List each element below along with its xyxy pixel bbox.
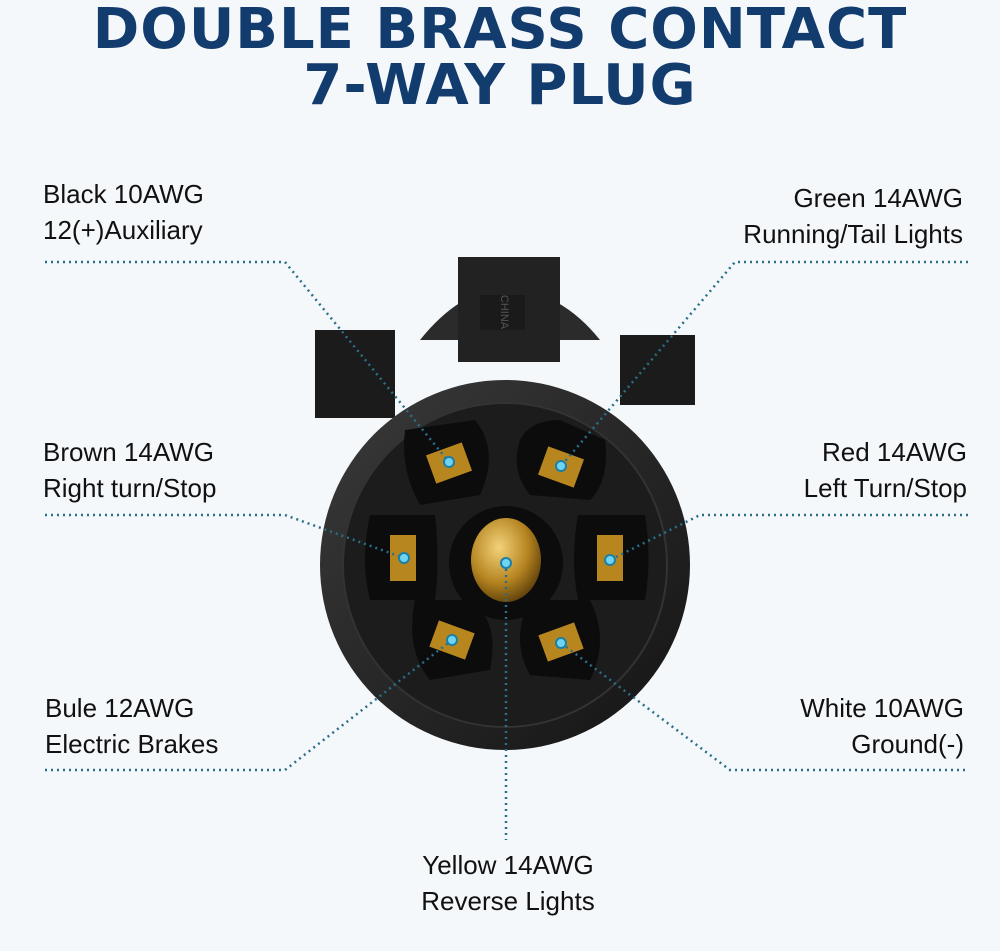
wire-spec: Yellow 14AWG: [422, 850, 594, 880]
label-red-pin: Red 14AWG Left Turn/Stop: [804, 434, 967, 506]
label-blue-pin: Bule 12AWG Electric Brakes: [45, 690, 218, 762]
pin-function: Left Turn/Stop: [803, 473, 967, 503]
title-line-2: 7-WAY PLUG: [303, 53, 697, 118]
leader-lines: [45, 260, 968, 840]
label-yellow-pin: Yellow 14AWG Reverse Lights: [358, 847, 658, 919]
pin-function: Electric Brakes: [45, 729, 219, 759]
sockets: [365, 420, 649, 680]
pin-function: Running/Tail Lights: [743, 219, 963, 249]
pin-markers: [398, 456, 616, 649]
label-black-pin: Black 10AWG 12(+)Auxiliary: [43, 176, 204, 248]
wire-spec: White 10AWG: [800, 693, 964, 723]
pin-function: Right turn/Stop: [43, 473, 217, 503]
product-marking: CHINA: [498, 294, 510, 330]
wire-spec: Brown 14AWG: [43, 437, 214, 467]
wire-spec: Green 14AWG: [793, 183, 963, 213]
title-line-1: DOUBLE BRASS CONTACT: [92, 0, 908, 62]
wire-spec: Red 14AWG: [822, 437, 967, 467]
pin-function: Ground(-): [851, 729, 964, 759]
pin-function: 12(+)Auxiliary: [43, 215, 203, 245]
label-brown-pin: Brown 14AWG Right turn/Stop: [43, 434, 216, 506]
label-green-pin: Green 14AWG Running/Tail Lights: [743, 180, 963, 252]
wire-spec: Bule 12AWG: [45, 693, 195, 723]
wire-spec: Black 10AWG: [43, 179, 204, 209]
label-white-pin: White 10AWG Ground(-): [800, 690, 964, 762]
pin-function: Reverse Lights: [421, 886, 595, 916]
